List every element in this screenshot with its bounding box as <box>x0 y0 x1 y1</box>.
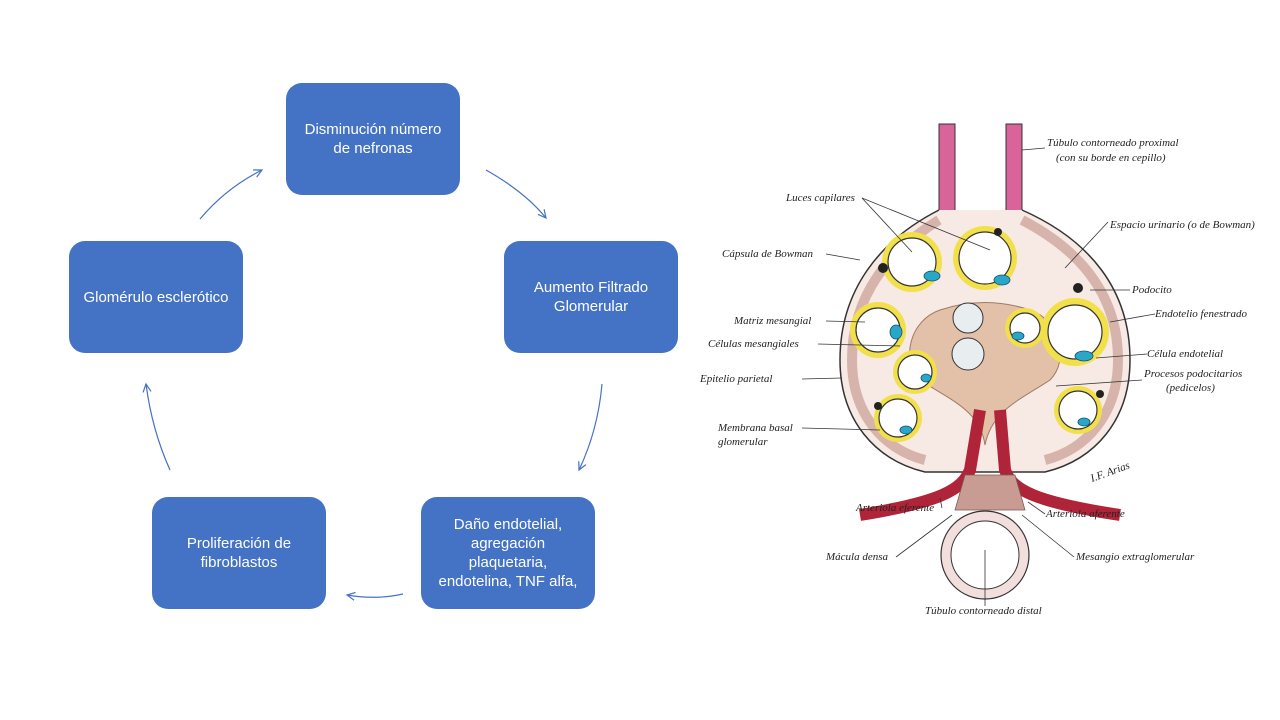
step-label: Proliferación de fibroblastos <box>186 535 292 571</box>
efferent-arteriole <box>859 409 986 521</box>
label-urinary-space: Espacio urinario (o de Bowman) <box>1109 219 1255 231</box>
capillary-loops <box>850 226 1109 442</box>
arrow-2 <box>579 383 603 470</box>
endothelial-cells <box>889 270 1094 435</box>
step-label: Aumento Filtrado Glomerular <box>533 279 649 315</box>
juxtaglomerular-region <box>954 474 1026 511</box>
label-basement-membrane-2: glomerular <box>718 436 768 448</box>
label-extraglomerular-mesangium: Mesangio extraglomerular <box>1075 551 1195 563</box>
label-proximal-tubule-note: (con su borde en cepillo) <box>1056 152 1166 164</box>
cycle-diagram: Disminución número de nefronas Aumento F… <box>0 0 678 720</box>
arrow-4 <box>146 384 171 471</box>
label-parietal-epithelium: Epitelio parietal <box>700 373 772 385</box>
artist-signature: I.F. Arias <box>1088 460 1131 486</box>
label-efferent-arteriole: Arteriola eferente <box>855 502 934 514</box>
label-pedicels: (pedicelos) <box>1166 382 1215 394</box>
step-box-nephron-decrease: Disminución número de nefronas <box>286 83 460 195</box>
cycle-arrows <box>0 0 603 720</box>
arrow-3 <box>347 594 404 597</box>
label-distal-tubule: Túbulo contorneado distal <box>925 605 1042 617</box>
label-macula-densa: Mácula densa <box>825 551 889 563</box>
proximal-tubule <box>938 123 1023 215</box>
afferent-arteriole <box>994 409 1121 521</box>
label-bowman-capsule: Cápsula de Bowman <box>722 248 814 260</box>
arrow-5 <box>199 170 262 220</box>
podocyte-nuclei <box>874 228 1104 410</box>
leader-lines <box>801 147 1156 606</box>
step-box-endothelial-damage: Daño endotelial, agregación plaquetaria,… <box>421 497 595 609</box>
label-podocyte: Podocito <box>1131 284 1172 296</box>
label-afferent-arteriole: Arteriola aferente <box>1045 508 1125 520</box>
label-basement-membrane: Membrana basal <box>717 422 793 434</box>
step-label: Daño endotelial, agregación plaquetaria,… <box>438 516 578 590</box>
arrow-1 <box>485 169 546 218</box>
label-proximal-tubule: Túbulo contorneado proximal <box>1047 137 1179 149</box>
step-label: Glomérulo esclerótico <box>83 288 229 306</box>
step-label: Disminución número de nefronas <box>304 121 442 157</box>
step-box-filtration-increase: Aumento Filtrado Glomerular <box>504 241 678 353</box>
label-podocyte-processes: Procesos podocitarios <box>1143 368 1242 380</box>
label-fenestrated-endothelium: Endotelio fenestrado <box>1154 308 1247 320</box>
step-box-sclerotic-glomerulus: Glomérulo esclerótico <box>69 241 243 353</box>
label-endothelial-cell: Célula endotelial <box>1147 348 1223 360</box>
step-box-fibroblast-proliferation: Proliferación de fibroblastos <box>152 497 326 609</box>
label-mesangial-cells: Células mesangiales <box>708 338 799 350</box>
label-mesangial-matrix: Matriz mesangial <box>733 315 811 327</box>
glomerulus-illustration: I.F. Arias Túbulo contorneado proximal (… <box>700 123 1255 617</box>
label-capillary-lumens: Luces capilares <box>785 192 855 204</box>
